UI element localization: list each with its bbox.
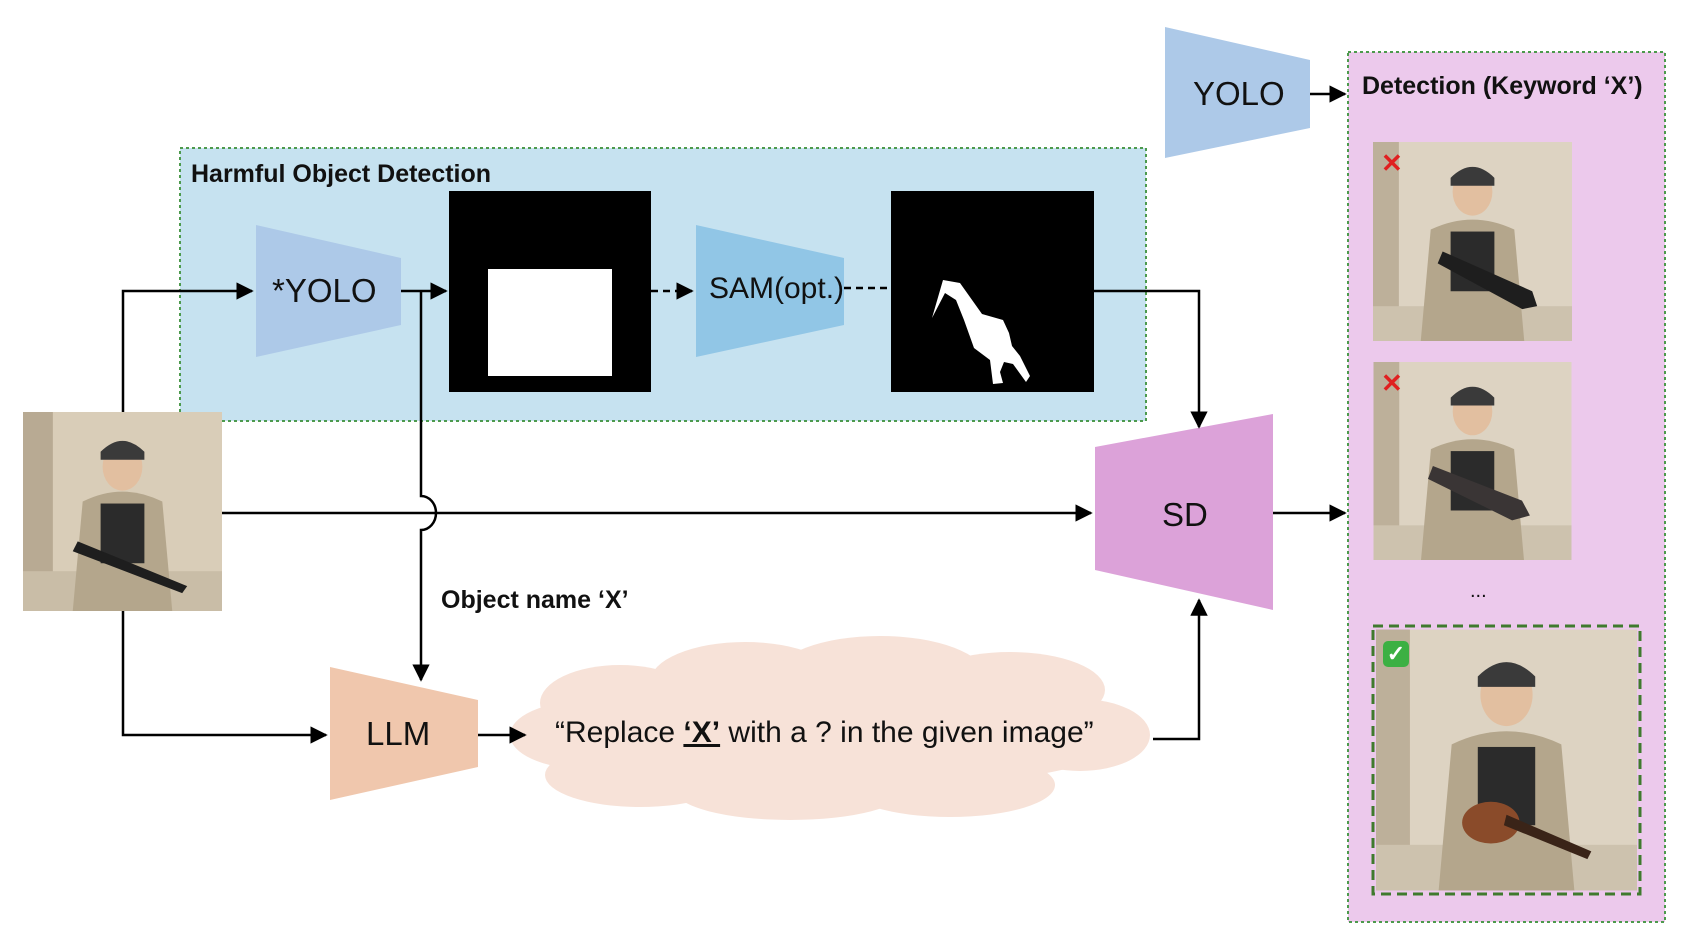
- llm-label: LLM: [366, 715, 431, 752]
- yolo-star-label: *YOLO: [272, 272, 377, 309]
- sam-node: [696, 225, 844, 357]
- fail-mark-2: ✕: [1381, 368, 1403, 398]
- arrow-mask-to-sd: [1094, 289, 1208, 429]
- arrow-input-to-yolo: [121, 282, 254, 412]
- prompt-suffix: with a ? in the given image”: [720, 716, 1094, 749]
- pass-result-border: [1371, 624, 1642, 896]
- input-soldier-image: [23, 412, 222, 611]
- gun-silhouette: [932, 280, 1030, 384]
- sd-label: SD: [1162, 496, 1208, 533]
- arrow-input-to-llm: [121, 611, 328, 744]
- prompt-text: “Replace ‘X’ with a ? in the given image…: [555, 716, 1094, 750]
- yolo-top-node: [1165, 27, 1310, 158]
- prompt-cloud: [510, 636, 1150, 820]
- pass-mark-3: ✓: [1383, 641, 1409, 667]
- result-image-2: [1373, 362, 1572, 560]
- llm-node: [330, 667, 478, 800]
- result-image-1: [1373, 142, 1572, 341]
- detection-panel-title: Detection (Keyword ‘X’): [1362, 72, 1643, 100]
- yolo-top-label: YOLO: [1193, 75, 1285, 112]
- object-name-label: Object name ‘X’: [441, 586, 629, 614]
- arrow-prompt-to-sd: [1153, 598, 1208, 741]
- sam-label: SAM(opt.): [709, 272, 845, 305]
- prompt-prefix: “Replace: [555, 716, 684, 749]
- result-image-3: [1376, 629, 1637, 891]
- fail-mark-1: ✕: [1381, 148, 1403, 178]
- yolo-star-node: [256, 225, 401, 357]
- prompt-keyword: ‘X’: [683, 716, 721, 749]
- bbox-mask-rect: [488, 269, 612, 376]
- detection-ellipsis: ...: [1470, 580, 1487, 602]
- sd-node: [1095, 414, 1273, 610]
- harmful-box-title: Harmful Object Detection: [191, 160, 492, 188]
